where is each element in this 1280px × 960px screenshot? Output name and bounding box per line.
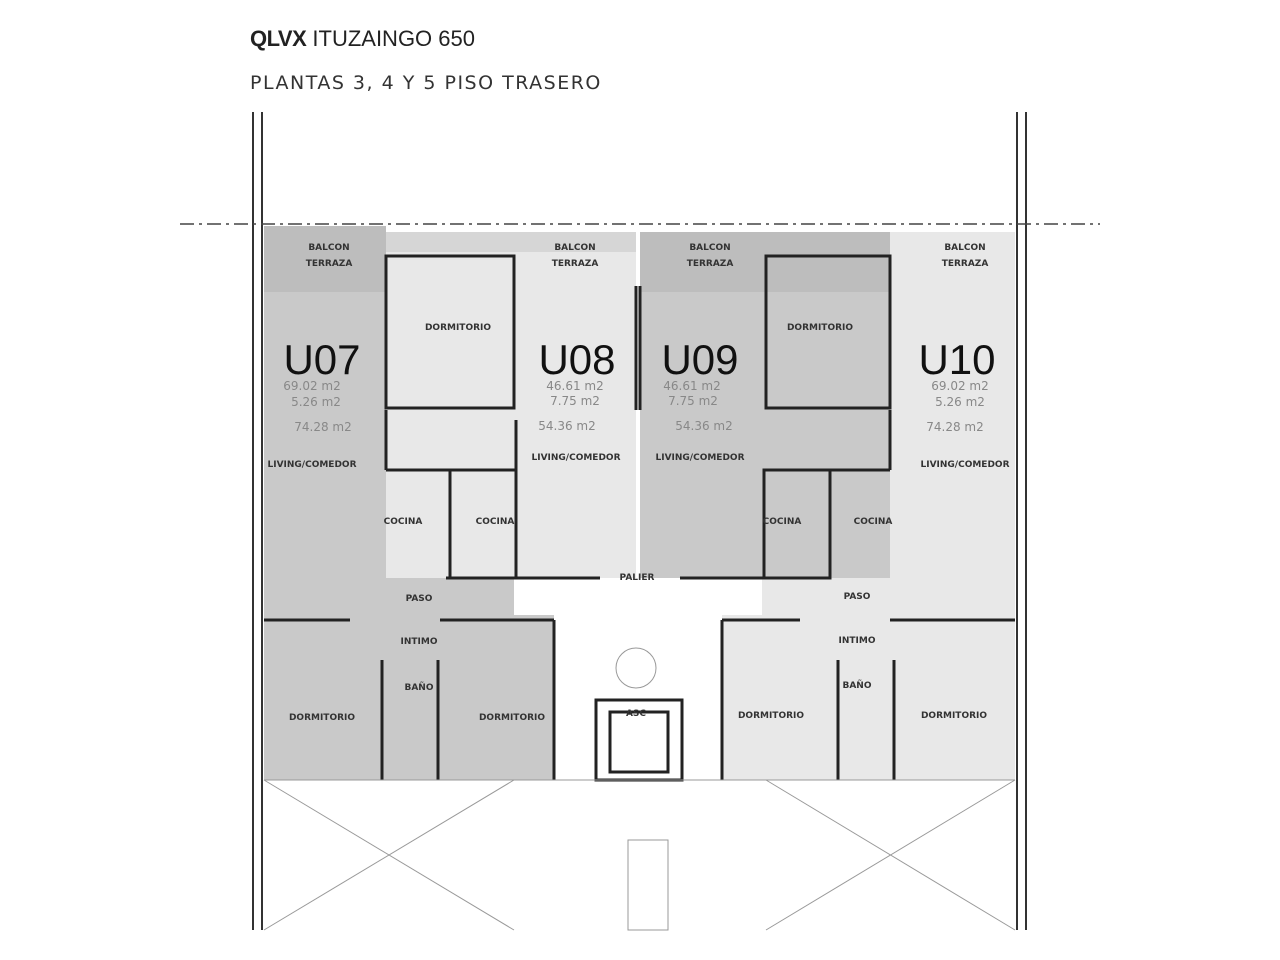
plan-label: DORMITORIO (425, 323, 491, 333)
plan-label: 69.02 m2 (283, 379, 341, 393)
plan-label: DORMITORIO (921, 711, 987, 721)
plan-title: QLVX ITUZAINGO 650 (250, 26, 475, 52)
plan-label: 54.36 m2 (675, 419, 733, 433)
plan-label: INTIMO (401, 637, 438, 647)
plan-label: 74.28 m2 (926, 420, 984, 434)
plan-subtitle: PLANTAS 3, 4 Y 5 PISO TRASERO (250, 72, 602, 94)
plan-label: TERRAZA (306, 259, 353, 269)
plan-label: COCINA (476, 517, 515, 527)
plan-label: INTIMO (839, 636, 876, 646)
plan-label: 54.36 m2 (538, 419, 596, 433)
plan-label: U09 (661, 336, 738, 383)
plan-label: ASC (626, 709, 646, 719)
plan-label: DORMITORIO (289, 713, 355, 723)
plan-label: COCINA (384, 517, 423, 527)
brand-logo: QLVX (250, 26, 307, 51)
plan-label: LIVING/COMEDOR (655, 453, 744, 463)
plan-label: BALCON (689, 243, 730, 253)
plan-label: LIVING/COMEDOR (920, 460, 1009, 470)
plan-label: PALIER (620, 573, 655, 583)
plan-label: BALCON (308, 243, 349, 253)
walls (263, 254, 1016, 931)
plan-label: 7.75 m2 (668, 394, 718, 408)
plan-label: TERRAZA (942, 259, 989, 269)
plan-label: DORMITORIO (738, 711, 804, 721)
plan-label: 46.61 m2 (546, 379, 604, 393)
plan-label: U08 (538, 336, 615, 383)
plan-label: 46.61 m2 (663, 379, 721, 393)
plan-label: 5.26 m2 (935, 395, 985, 409)
plan-label: U07 (283, 336, 360, 383)
plan-label: DORMITORIO (787, 323, 853, 333)
plan-label: 5.26 m2 (291, 395, 341, 409)
plan-label: LIVING/COMEDOR (267, 460, 356, 470)
unit-u09: U09 46.61 m2 7.75 m2 54.36 m2 (661, 336, 738, 433)
unit-u10: U10 69.02 m2 5.26 m2 74.28 m2 (918, 336, 995, 434)
plan-label: BAÑO (842, 680, 871, 691)
plan-label: COCINA (854, 517, 893, 527)
plan-label: TERRAZA (687, 259, 734, 269)
plan-label: COCINA (763, 517, 802, 527)
plan-label: DORMITORIO (479, 713, 545, 723)
balcony-labels: BALCON TERRAZA BALCON TERRAZA BALCON TERRAZ… (306, 243, 989, 269)
unit-u08: U08 46.61 m2 7.75 m2 54.36 m2 (538, 336, 615, 433)
plan-label: PASO (844, 592, 871, 602)
plan-label: BALCON (944, 243, 985, 253)
project-name: ITUZAINGO 650 (312, 26, 475, 51)
plan-label: U10 (918, 336, 995, 383)
plan-label: BALCON (554, 243, 595, 253)
plan-label: PASO (406, 594, 433, 604)
plan-label: 69.02 m2 (931, 379, 989, 393)
property-lines (180, 112, 1100, 930)
plan-label: 7.75 m2 (550, 394, 600, 408)
plan-label: BAÑO (404, 682, 433, 693)
plan-label: LIVING/COMEDOR (531, 453, 620, 463)
plan-label: TERRAZA (552, 259, 599, 269)
plan-label: 74.28 m2 (294, 420, 352, 434)
room-labels: DORMITORIO DORMITORIO LIVING/COMEDOR LIV… (267, 323, 1009, 723)
unit-u07: U07 69.02 m2 5.26 m2 74.28 m2 (283, 336, 360, 434)
